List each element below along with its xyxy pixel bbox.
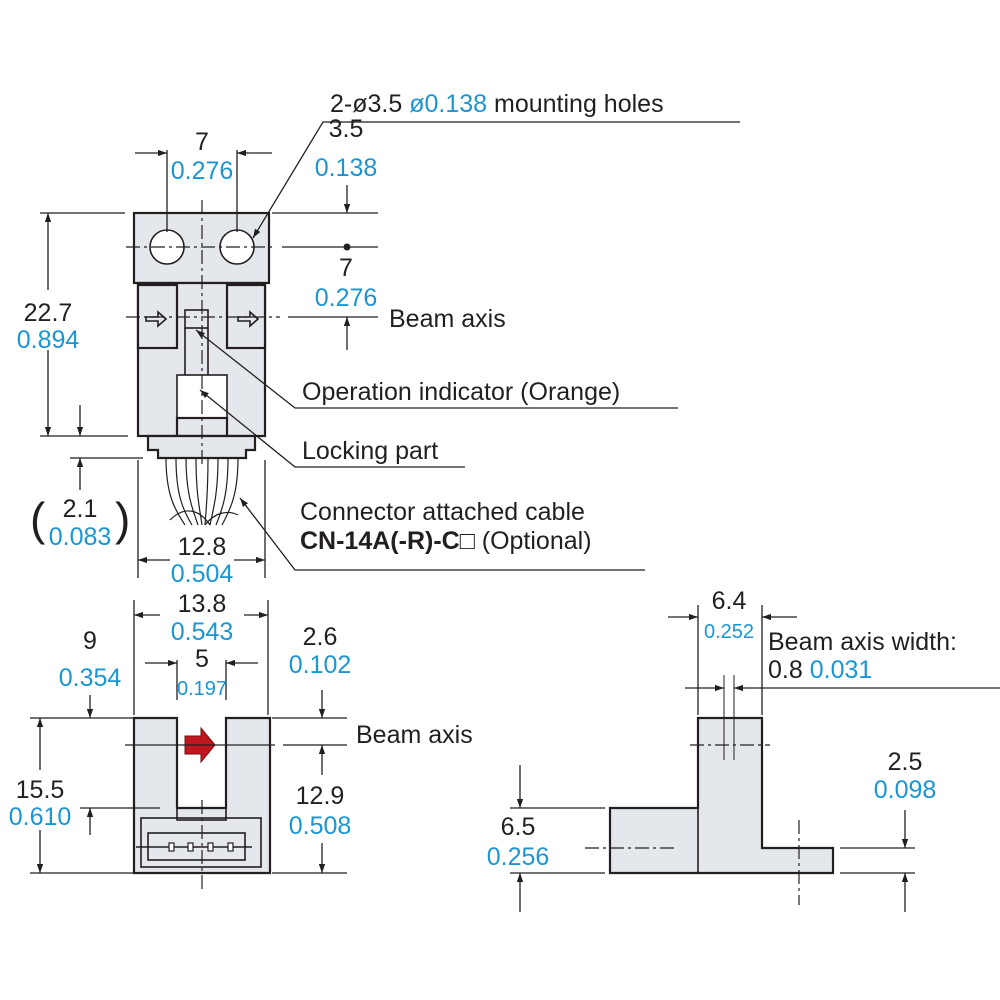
beam-height-mm: 12.9 bbox=[296, 782, 345, 810]
base-height-mm: 6.5 bbox=[501, 813, 536, 841]
cable-label: Connector attached cable bbox=[300, 498, 585, 526]
cable-wires bbox=[165, 457, 239, 526]
slot-width-inch: 0.197 bbox=[177, 678, 227, 700]
hole-to-beam-inch: 0.276 bbox=[315, 284, 378, 312]
cable-model-label: CN-14A(-R)-C□ (Optional) bbox=[300, 527, 592, 555]
cable-width-inch: 0.504 bbox=[171, 560, 234, 588]
paren-close: ) bbox=[115, 493, 130, 545]
beam-from-top-mm: 2.6 bbox=[303, 623, 338, 651]
beam-axis-width-label: Beam axis width: bbox=[768, 628, 957, 656]
paren-open: ( bbox=[30, 493, 46, 545]
base-height-inch: 0.256 bbox=[487, 843, 550, 871]
slot-width-mm: 5 bbox=[195, 645, 209, 673]
flange-height-mm: 2.5 bbox=[888, 748, 923, 776]
beam-direction-icon bbox=[145, 310, 260, 328]
width-mm: 13.8 bbox=[178, 590, 227, 618]
hole-offset-inch: 0.138 bbox=[315, 154, 378, 182]
connector-flange bbox=[146, 434, 257, 460]
height-inch: 0.610 bbox=[9, 803, 72, 831]
locking-part-label: Locking part bbox=[302, 437, 438, 465]
height-inch: 0.894 bbox=[17, 326, 80, 354]
top-to-slot-inch: 0.354 bbox=[59, 664, 122, 692]
flange-height-inch: 0.098 bbox=[874, 776, 937, 804]
operation-indicator bbox=[184, 309, 209, 329]
operation-indicator-label: Operation indicator (Orange) bbox=[302, 378, 620, 406]
beam-height-inch: 0.508 bbox=[289, 812, 352, 840]
beam-axis-label: Beam axis bbox=[389, 305, 506, 333]
beam-axis-label: Beam axis bbox=[356, 721, 473, 749]
hole-pitch-mm: 7 bbox=[195, 128, 209, 156]
hole-offset-mm: 3.5 bbox=[329, 115, 364, 143]
connector-offset-inch: 0.083 bbox=[49, 523, 112, 551]
hole-to-beam-mm: 7 bbox=[339, 254, 353, 282]
front-view: 13.8 0.543 5 0.197 9 0.354 15.5 0.610 2.… bbox=[9, 590, 473, 890]
height-mm: 15.5 bbox=[16, 776, 65, 804]
upright-width-inch: 0.252 bbox=[704, 621, 754, 643]
sensor-body-side bbox=[608, 716, 835, 875]
beam-from-top-inch: 0.102 bbox=[289, 651, 352, 679]
cable-width-mm: 12.8 bbox=[178, 533, 227, 561]
width-inch: 0.543 bbox=[171, 618, 234, 646]
mounting-holes-label: 2-ø3.5 ø0.138 mounting holes bbox=[330, 90, 664, 118]
beam-axis-width-value: 0.8 0.031 bbox=[768, 656, 872, 684]
height-mm: 22.7 bbox=[24, 299, 73, 327]
top-to-slot-mm: 9 bbox=[83, 627, 97, 655]
side-view: 6.4 0.252 Beam axis width: 0.8 0.031 6.5… bbox=[487, 587, 1000, 912]
upright-width-mm: 6.4 bbox=[712, 587, 747, 615]
top-view: 7 0.276 3.5 0.138 7 0.276 Beam axis 2-ø3… bbox=[17, 90, 740, 588]
sensor-body-front bbox=[132, 716, 272, 875]
connector-offset-mm: 2.1 bbox=[63, 495, 98, 523]
hole-pitch-inch: 0.276 bbox=[171, 157, 234, 185]
